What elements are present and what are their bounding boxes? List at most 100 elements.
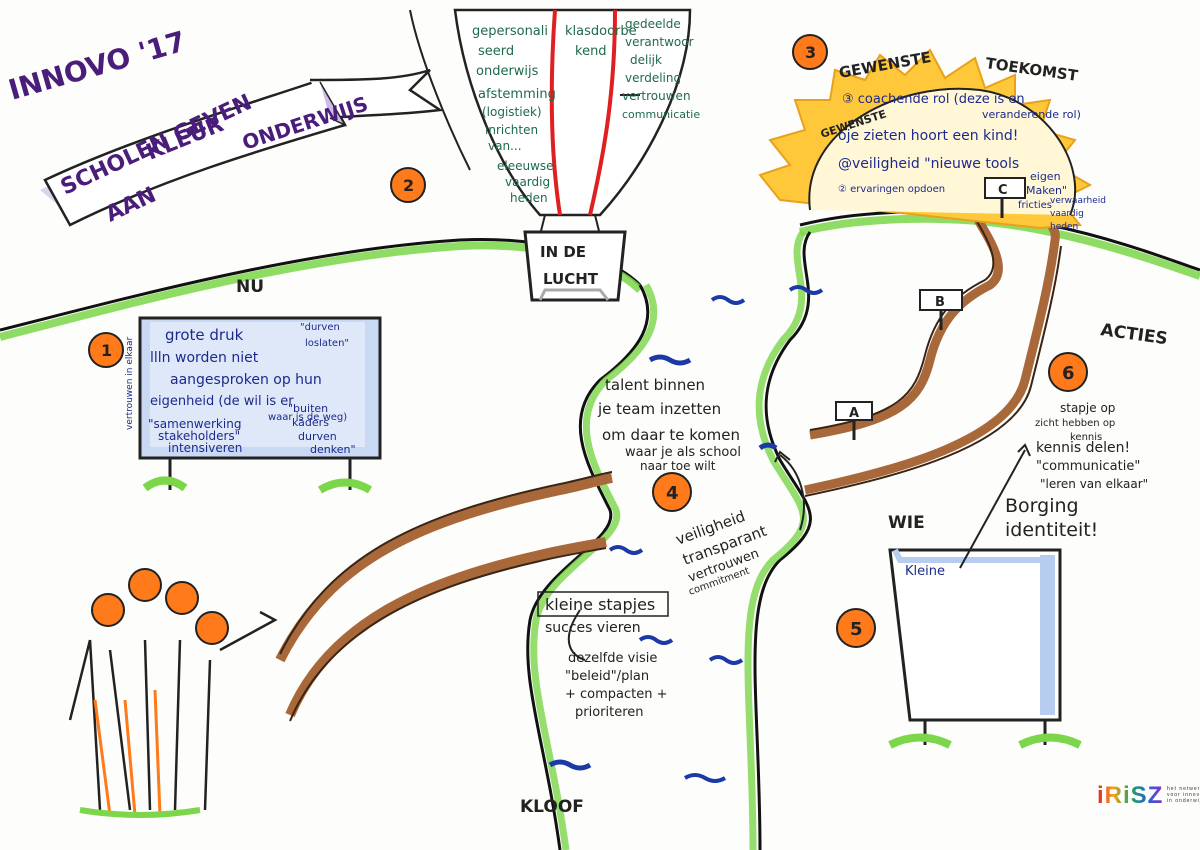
succes-vieren: succes vieren xyxy=(545,620,641,636)
talent-line: talent binnen xyxy=(605,376,705,394)
board-wie xyxy=(888,548,1082,749)
board-nu-line: llln worden niet xyxy=(150,350,259,366)
balloon-text: inrichten xyxy=(485,123,538,137)
board-nu-line: "buiten xyxy=(288,402,328,415)
visie-line: prioriteren xyxy=(575,705,644,720)
sun-item: @veiligheid "nieuwe tools xyxy=(838,156,1019,172)
balloon-text: seerd xyxy=(478,44,514,59)
sun-item: ③ coachende rol (deze is en xyxy=(842,92,1025,107)
balloon-text: verantwoor xyxy=(625,35,694,49)
balloon-text: vertrouwen xyxy=(622,89,691,103)
number-3: 3 xyxy=(805,43,816,62)
balloon-text: gedeelde xyxy=(625,17,681,31)
brand-subtitle: het netwerk voor innovatie in onderwijs xyxy=(1167,786,1200,804)
balloon-text: gepersonali xyxy=(472,24,548,39)
balloon-text: delijk xyxy=(630,53,662,67)
balloon-middle-text: klasdoorbe kend xyxy=(565,24,637,59)
visie-line: + compacten + xyxy=(565,687,668,702)
board-nu-line: grote druk xyxy=(165,326,244,344)
balloon-right-text: gedeelde verantwoor delijk verdeling ver… xyxy=(622,17,700,121)
balloon-text: verdeling xyxy=(625,71,681,85)
sun-item: oje zieten hoort een kind! xyxy=(838,128,1018,144)
road-right xyxy=(804,207,1062,497)
balloon-text: van... xyxy=(488,139,522,153)
number-4: 4 xyxy=(666,483,679,504)
sun-title-2: TOEKOMST xyxy=(984,54,1079,85)
kleine-stapjes: kleine stapjes xyxy=(545,595,655,614)
visie-line: dezelfde visie xyxy=(568,651,657,666)
balloon-text: onderwijs xyxy=(476,64,539,79)
board-nu-line: kaders xyxy=(292,416,329,429)
sign-b-label: B xyxy=(935,295,945,310)
balloon-text: eleeuwse xyxy=(497,159,554,173)
sign-c-label: C xyxy=(998,183,1008,198)
sun-item: fricties xyxy=(1018,200,1052,211)
talent-line: waar je als school xyxy=(625,445,741,460)
brand-logo: iRiSZ het netwerk voor innovatie in onde… xyxy=(1097,782,1200,810)
sign-b xyxy=(919,289,963,330)
board-nu-line: loslaten" xyxy=(305,338,349,349)
acties-borging: Borging xyxy=(1005,495,1079,517)
sun-item: veranderende rol) xyxy=(982,108,1081,121)
hot-air-balloon xyxy=(409,8,692,302)
label-nu: NU xyxy=(236,277,264,297)
sun-item: vaardig xyxy=(1050,209,1084,219)
board-nu-line: eigenheid (de wil is er xyxy=(150,394,294,409)
acties-line: zicht hebben op xyxy=(1035,418,1115,429)
label-acties: ACTIES xyxy=(1099,320,1169,349)
board-nu-side: vertrouwen in elkaar xyxy=(125,337,135,430)
number-5: 5 xyxy=(850,619,863,640)
balloon-text: afstemming xyxy=(478,87,556,102)
arrows xyxy=(567,94,1031,661)
balloon-text: vaardig xyxy=(505,175,550,189)
acties-identiteit: identiteit! xyxy=(1005,519,1098,541)
kleine-stapjes-box xyxy=(537,591,669,617)
sun-item: heden xyxy=(1050,222,1078,232)
board-nu-line: denken" xyxy=(310,443,356,456)
acties-line: stapje op xyxy=(1060,401,1115,415)
board-nu-line: durven xyxy=(298,430,337,443)
acties-line: kennis xyxy=(1070,432,1102,443)
basket-label-1: IN DE xyxy=(540,243,586,261)
board-nu-line: waar is de weg) xyxy=(268,412,347,423)
board-nu-line: aangesproken op hun xyxy=(170,372,322,388)
people-figures xyxy=(68,568,278,818)
number-1: 1 xyxy=(101,341,112,360)
balloon-left-text: gepersonali seerd onderwijs afstemming (… xyxy=(472,24,556,205)
number-circles xyxy=(88,34,1088,648)
brand-name: iRiSZ xyxy=(1097,782,1164,809)
board-nu xyxy=(138,316,382,494)
acties-line: kennis delen! xyxy=(1036,440,1130,456)
number-2: 2 xyxy=(403,176,414,195)
balloon-text: heden xyxy=(510,191,548,205)
road-left xyxy=(275,471,613,722)
banner-title: INNOVO '17 xyxy=(5,25,190,107)
sign-a xyxy=(835,401,873,440)
sign-c xyxy=(984,177,1026,218)
visie-line: "beleid"/plan xyxy=(565,669,649,684)
banner-ribbon xyxy=(40,68,444,227)
board-nu-line: intensiveren xyxy=(168,441,242,455)
talent-line: om daar te komen xyxy=(602,426,740,444)
basket-label-2: LUCHT xyxy=(543,270,599,288)
label-wie: WIE xyxy=(888,513,925,533)
balloon-text: klasdoorbe xyxy=(565,24,637,39)
sun-item: eigen xyxy=(1030,170,1061,183)
sun-item: verwaarheid xyxy=(1050,196,1106,206)
sun-item: Maken" xyxy=(1026,184,1067,197)
sun-item: ② ervaringen opdoen xyxy=(838,184,945,195)
number-6: 6 xyxy=(1062,363,1075,384)
balloon-text: communicatie xyxy=(622,108,700,121)
board-nu-line: "durven xyxy=(300,322,340,333)
board-nu-line: "samenwerking xyxy=(148,417,241,431)
river xyxy=(526,229,824,850)
board-nu-line: stakeholders" xyxy=(158,429,240,443)
balloon-text: kend xyxy=(575,44,607,59)
sign-a-label: A xyxy=(849,406,859,421)
acties-line: "leren van elkaar" xyxy=(1040,477,1148,491)
wie-board-text: Kleine xyxy=(905,564,945,579)
balloon-text: (logistiek) xyxy=(482,105,542,119)
talent-line: naar toe wilt xyxy=(640,459,716,473)
